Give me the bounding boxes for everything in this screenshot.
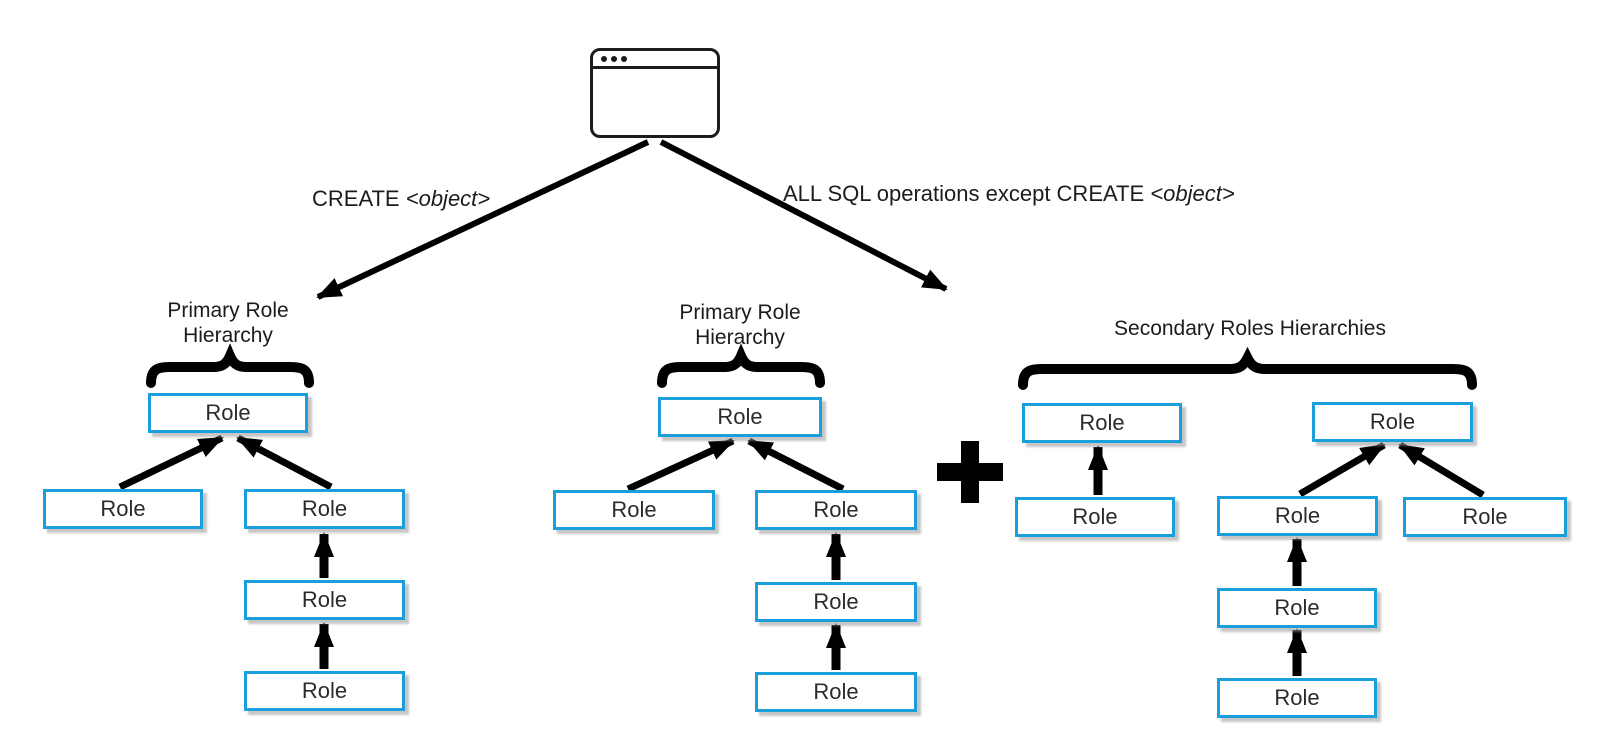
role-node: Role — [755, 672, 917, 712]
brace-primary-2 — [657, 343, 825, 388]
window-dot-icon — [601, 55, 607, 62]
arrow-g3b-midchild-top — [1298, 441, 1386, 498]
role-node: Role — [1015, 497, 1175, 537]
window-dot-icon — [611, 55, 617, 62]
edge-label-create-object: <object> — [405, 186, 491, 211]
group-title-secondary: Secondary Roles Hierarchies — [1114, 317, 1386, 340]
edge-arrow-create — [316, 139, 650, 300]
brace-primary-1 — [146, 343, 314, 388]
arrow-g2-leftchild-top — [626, 437, 735, 493]
role-node: Role — [1022, 403, 1182, 443]
browser-window-icon — [590, 48, 720, 138]
role-node: Role — [244, 489, 405, 529]
edge-label-create-text: CREATE — [312, 186, 400, 211]
edge-label-create: CREATE <object> — [312, 186, 490, 212]
arrow-g3b-rightchild-top — [1398, 442, 1485, 498]
role-node: Role — [1312, 402, 1473, 442]
role-node: Role — [1403, 497, 1567, 537]
window-titlebar — [593, 51, 717, 69]
role-node: Role — [755, 490, 917, 530]
group-title-primary-2: Primary Role Hierarchy — [679, 301, 801, 349]
group-title-primary-1: Primary Role Hierarchy — [167, 299, 289, 347]
arrow-g1-rightchild-top — [236, 434, 333, 491]
role-node: Role — [1217, 678, 1377, 718]
role-node: Role — [553, 490, 715, 530]
arrow-g1-leftchild-top — [118, 434, 224, 491]
edge-label-all-sql-text: ALL SQL operations except CREATE — [783, 181, 1145, 206]
arrow-g2-rightchild-top — [747, 437, 845, 493]
role-node: Role — [148, 393, 308, 433]
role-node: Role — [1217, 588, 1377, 628]
role-node: Role — [244, 580, 405, 620]
plus-icon — [937, 441, 1003, 503]
role-node: Role — [755, 582, 917, 622]
edge-label-all-sql-object: <object> — [1150, 181, 1235, 206]
window-dot-icon — [621, 55, 627, 62]
role-node: Role — [658, 397, 822, 437]
edge-arrow-all-sql — [659, 139, 948, 292]
edge-label-all-sql: ALL SQL operations except CREATE <object… — [783, 181, 1235, 207]
brace-secondary — [1018, 346, 1477, 390]
role-node: Role — [244, 671, 405, 711]
role-node: Role — [43, 489, 203, 529]
role-node: Role — [1217, 496, 1378, 536]
